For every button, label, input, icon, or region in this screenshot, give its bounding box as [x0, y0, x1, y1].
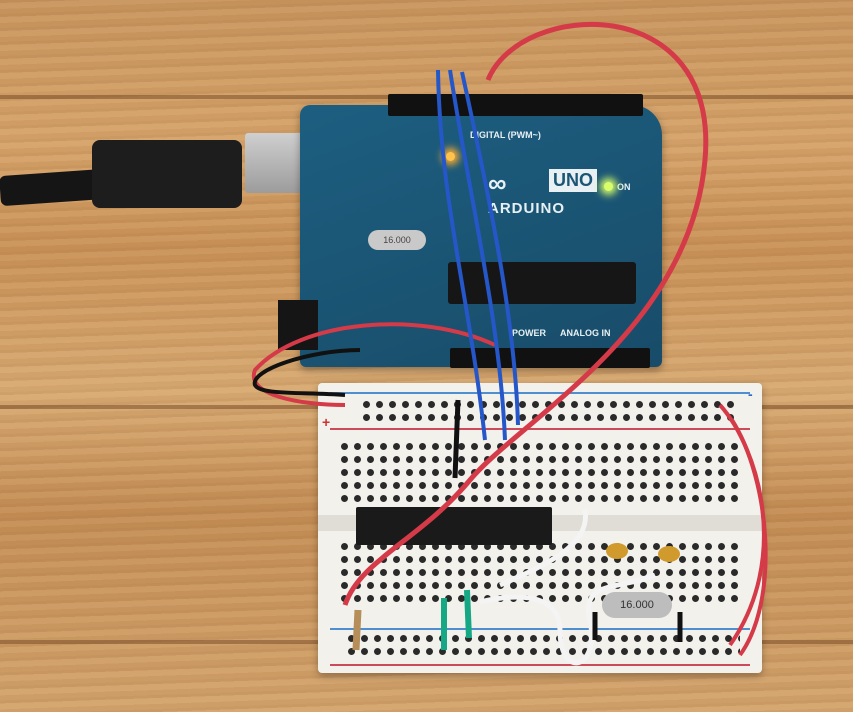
top-terminal-holes	[338, 440, 738, 506]
analog-label: ANALOG IN	[560, 328, 611, 338]
bottom-power-rail-holes	[345, 632, 740, 658]
power-led-icon	[604, 182, 613, 191]
ceramic-capacitor	[606, 543, 628, 559]
atmega-chip-on-board	[448, 262, 636, 304]
on-led-label: ON	[617, 182, 631, 192]
bottom-plus-rail-line	[330, 664, 750, 666]
board-crystal: 16.000	[368, 230, 426, 250]
l-led-icon	[446, 152, 455, 161]
atmega328-chip	[356, 507, 552, 545]
digital-pin-header	[388, 94, 643, 116]
bottom-minus-rail-line	[330, 628, 750, 630]
plus-sign: +	[322, 414, 331, 430]
top-plus-rail-line	[330, 428, 750, 430]
minus-sign: -	[748, 386, 753, 402]
arduino-infinity-logo: ∞	[488, 168, 508, 198]
power-label: POWER	[512, 328, 547, 338]
crystal-16mhz: 16.000	[602, 592, 672, 618]
top-minus-rail-line	[330, 392, 750, 394]
brand-label: ARDUINO	[488, 200, 565, 217]
ceramic-capacitor	[658, 546, 680, 562]
model-label: UNO	[549, 169, 597, 192]
digital-label: DIGITAL (PWM~)	[470, 130, 541, 140]
usb-plug	[92, 140, 242, 208]
